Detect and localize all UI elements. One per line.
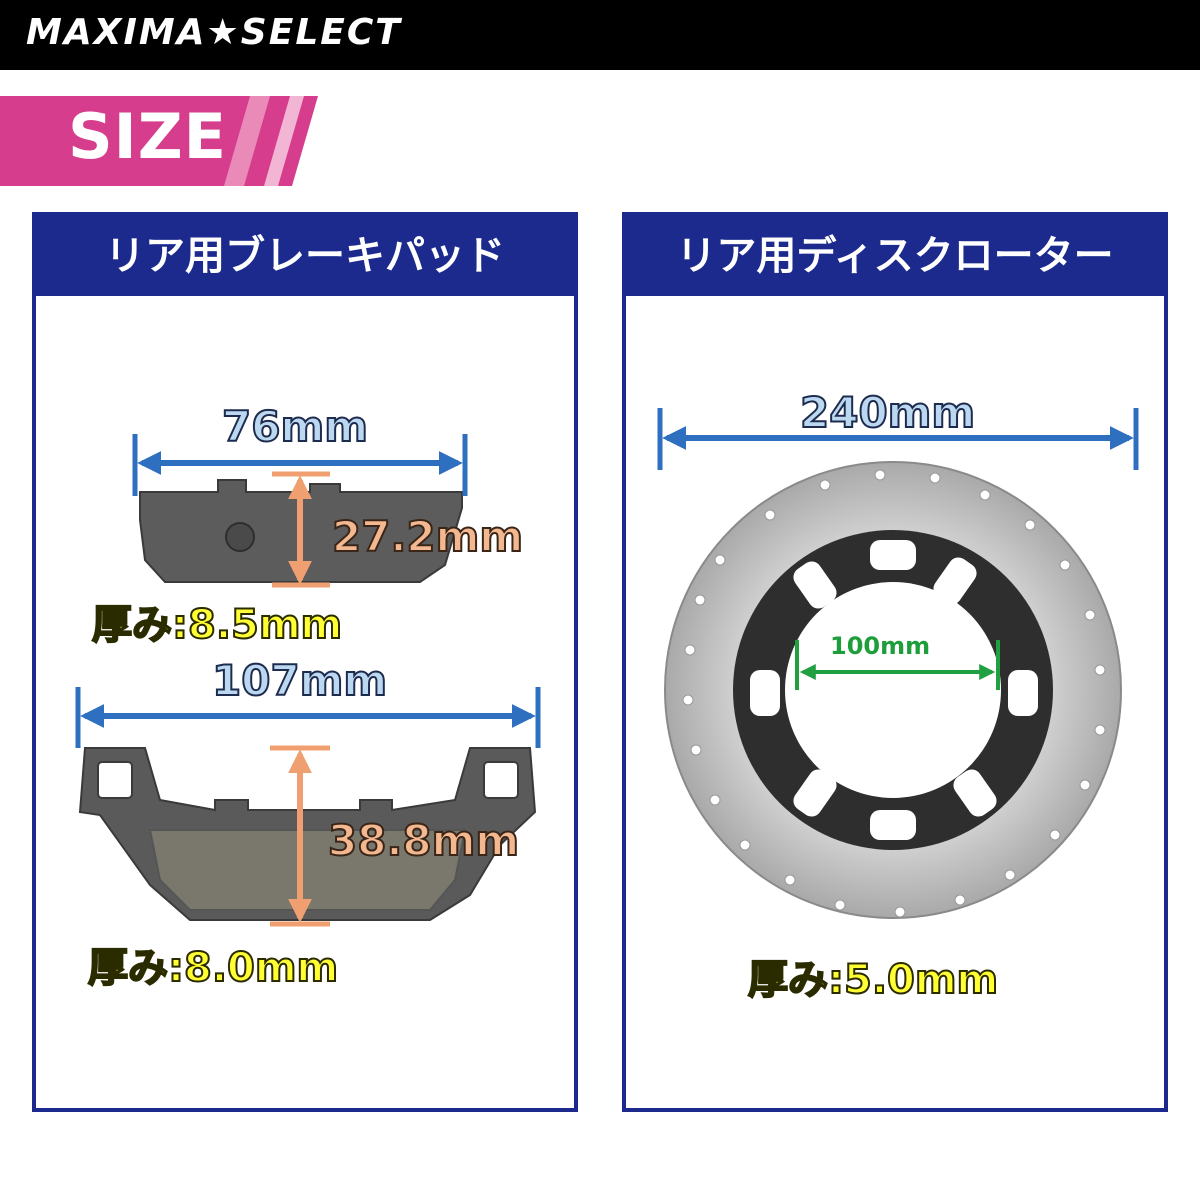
brake-pad-panel: リア用ブレーキパッド [32,212,578,1112]
brand-bar: MAXIMA★SELECT [0,0,1200,70]
pad-small-height-label: 27.2mm [331,511,524,562]
disc-rotor-image [664,461,1122,919]
rotor-outer-label: 240mm [799,387,976,438]
rotor-inner-label: 100mm [830,632,931,660]
dimension-27mm [272,471,330,588]
disc-rotor-panel-title: リア用ディスクローター [626,216,1164,296]
pad-small-width-label: 76mm [221,401,369,452]
pad-small-thickness-label: 厚み:8.5mm [91,601,343,649]
dimension-38mm [270,745,330,927]
brake-pad-panel-title: リア用ブレーキパッド [36,216,574,296]
brand-logo: MAXIMA★SELECT [26,12,402,53]
pad-large-width-label: 107mm [211,655,388,706]
dimension-76mm [132,434,468,496]
rotor-thickness-label: 厚み:5.0mm [747,956,999,1004]
dimension-240mm [657,408,1139,470]
size-banner [0,96,318,186]
pad-large-height-label: 38.8mm [327,815,520,866]
pad-large-thickness-label: 厚み:8.0mm [87,944,339,992]
dimension-100mm [795,640,1000,690]
section-title: SIZE [68,100,228,173]
dimension-107mm [75,687,541,748]
